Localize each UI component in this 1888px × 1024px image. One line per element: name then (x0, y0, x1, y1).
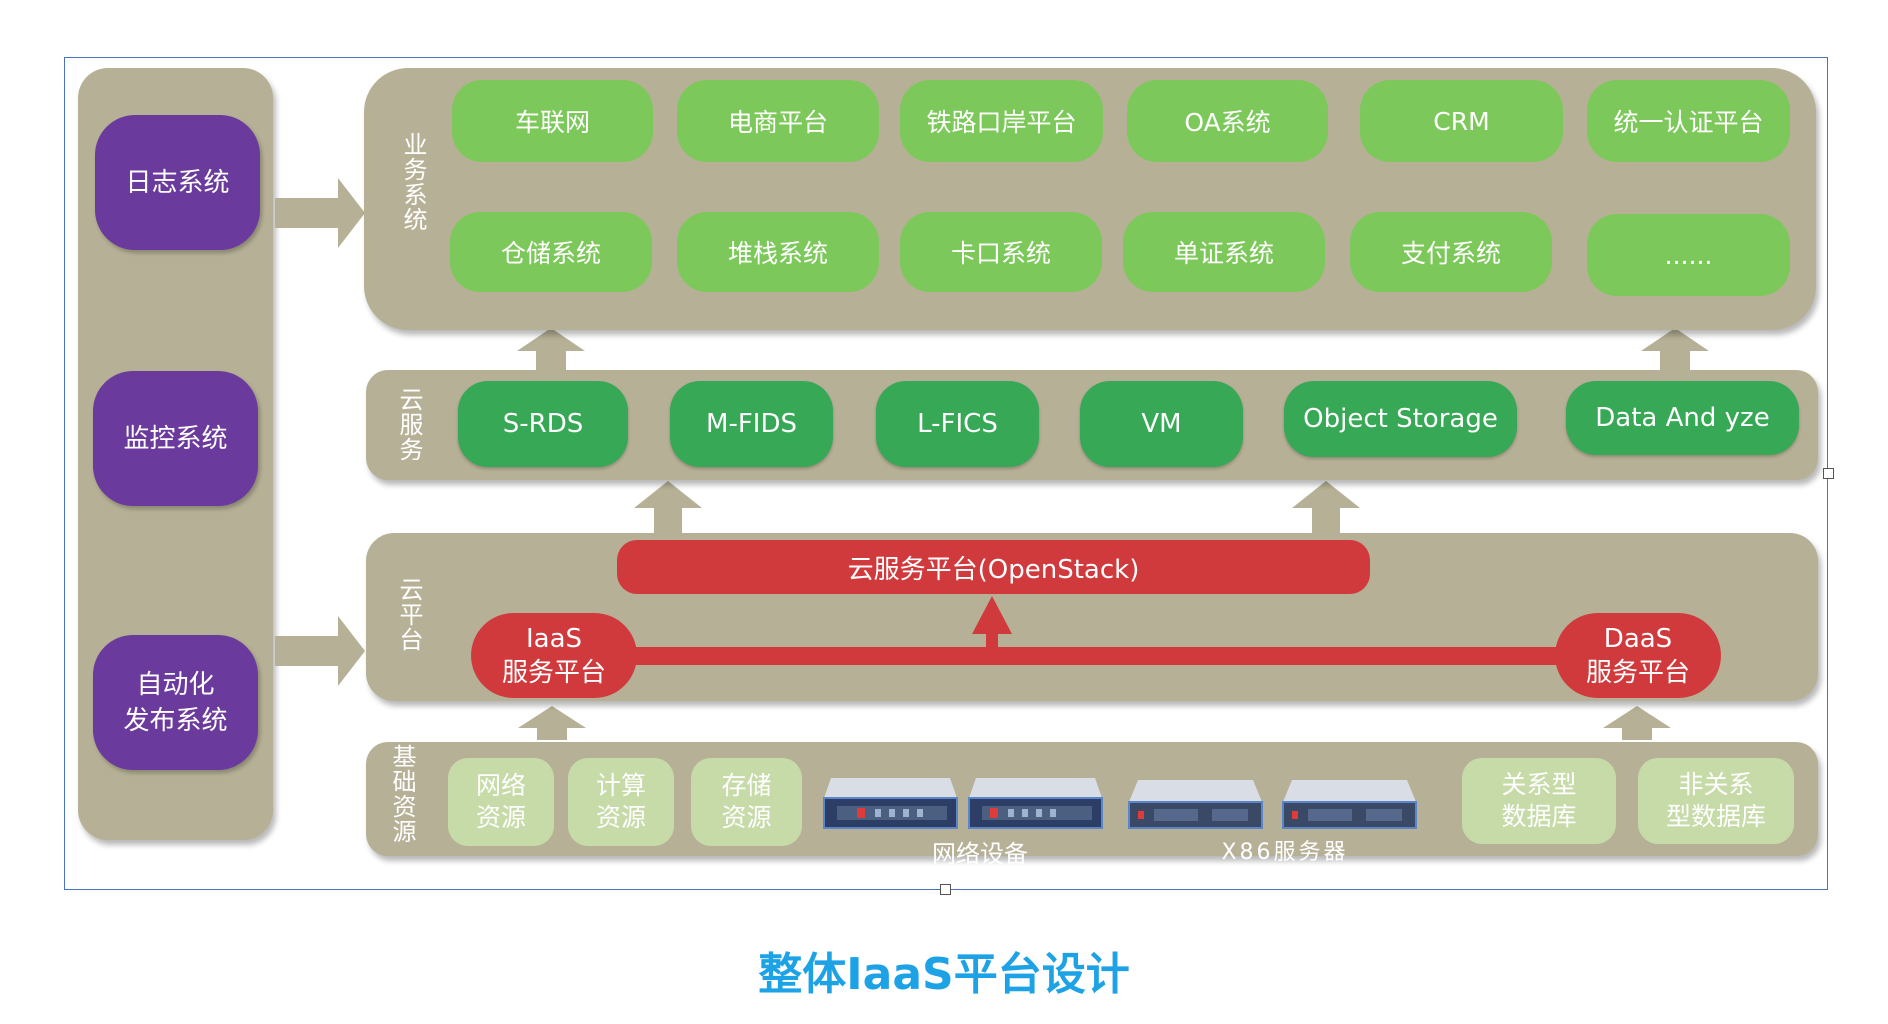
business-item: 堆栈系统 (677, 212, 879, 292)
monitor-system-box: 监控系统 (93, 371, 258, 506)
iaas-label: IaaS (525, 623, 583, 654)
business-item: 仓储系统 (450, 212, 652, 292)
cloud-service-label: M-FIDS (706, 409, 797, 439)
cloud-service-item: S-RDS (458, 381, 628, 467)
business-item-label: CRM (1433, 106, 1490, 136)
cloud-service-item: L-FICS (876, 381, 1039, 467)
auto-release-system-box: 自动化 发布系统 (93, 635, 258, 770)
arrow-up-5 (518, 706, 586, 740)
business-item-label: OA系统 (1184, 108, 1271, 137)
business-item-label: ...... (1664, 240, 1713, 270)
network-resource-label: 网络 资源 (475, 771, 526, 832)
arrow-right-business (275, 178, 365, 248)
business-layer-label: 业务系统 (399, 132, 427, 232)
cloud-service-label: S-RDS (502, 409, 584, 439)
business-item-label: 卡口系统 (950, 239, 1051, 268)
x86-server-icon (1282, 780, 1417, 829)
nonrelational-db-box: 非关系 型数据库 (1638, 758, 1794, 844)
platform-up-arrow (972, 596, 1012, 652)
business-item-label: 堆栈系统 (727, 239, 828, 268)
daas-sub-label: 服务平台 (1585, 657, 1690, 688)
network-device-icon (968, 778, 1103, 829)
cloud-service-item: Data And yze (1566, 381, 1799, 455)
relational-db-label: 关系型 数据库 (1501, 770, 1577, 831)
infrastructure-label: 基础资源 (388, 744, 416, 844)
platform-connector-line (620, 647, 1710, 665)
iaas-sub-label: 服务平台 (501, 657, 606, 688)
cloud-service-item: M-FIDS (670, 381, 833, 467)
business-item-label: 统一认证平台 (1613, 108, 1764, 137)
relational-db-box: 关系型 数据库 (1462, 758, 1616, 844)
iaas-service-platform: IaaS 服务平台 (471, 613, 637, 698)
network-resource-box: 网络 资源 (448, 758, 554, 846)
cloud-service-label: VM (1141, 409, 1182, 439)
business-item: CRM (1360, 80, 1563, 162)
cloud-service-label: L-FICS (917, 409, 998, 439)
business-item: 单证系统 (1123, 212, 1325, 292)
cloud-service-label: Data And yze (1595, 403, 1770, 433)
x86-server-icon (1128, 780, 1263, 829)
openstack-bar: 云服务平台(OpenStack) (617, 540, 1370, 594)
business-item: OA系统 (1127, 80, 1328, 162)
resize-handle-right[interactable] (1823, 468, 1834, 479)
cloud-platform-label: 云平台 (395, 577, 423, 652)
auto-release-system-label: 自动化 发布系统 (123, 669, 228, 736)
business-item: ...... (1587, 214, 1790, 296)
business-item: 统一认证平台 (1587, 80, 1790, 162)
business-item-label: 仓储系统 (500, 239, 601, 268)
network-devices-caption: 网络设备 (932, 840, 1028, 868)
arrow-up-1 (517, 328, 585, 370)
cloud-service-item: Object Storage (1284, 381, 1517, 457)
arrow-up-2 (1641, 328, 1709, 370)
business-item-label: 电商平台 (727, 108, 828, 137)
nonrelational-db-label: 非关系 型数据库 (1665, 770, 1766, 831)
business-item-label: 单证系统 (1173, 239, 1274, 268)
daas-service-platform: DaaS 服务平台 (1555, 613, 1721, 698)
arrow-up-4 (1292, 481, 1360, 535)
network-device-icon (823, 778, 958, 829)
arrow-up-3 (634, 481, 702, 535)
business-item-label: 铁路口岸平台 (926, 108, 1077, 137)
compute-resource-label: 计算 资源 (595, 771, 646, 832)
log-system-box: 日志系统 (95, 115, 260, 250)
page-title: 整体IaaS平台设计 (758, 949, 1130, 1000)
x86-servers-caption: X86服务器 (1221, 840, 1349, 865)
cloud-service-item: VM (1080, 381, 1243, 467)
arrow-up-6 (1603, 706, 1671, 740)
daas-label: DaaS (1603, 623, 1673, 654)
business-item: 卡口系统 (900, 212, 1102, 292)
openstack-label: 云服务平台(OpenStack) (847, 554, 1140, 585)
cloud-service-label: Object Storage (1303, 404, 1498, 434)
cloud-services-label: 云服务 (395, 387, 423, 462)
business-item: 车联网 (452, 80, 653, 162)
storage-resource-label: 存储 资源 (721, 771, 772, 832)
arrow-right-platform (275, 616, 365, 686)
monitor-system-label: 监控系统 (123, 423, 228, 454)
business-item: 电商平台 (677, 80, 879, 162)
compute-resource-box: 计算 资源 (568, 758, 674, 846)
business-item: 支付系统 (1350, 212, 1552, 292)
log-system-label: 日志系统 (125, 167, 230, 198)
resize-handle-bottom[interactable] (940, 884, 951, 895)
business-item-label: 支付系统 (1400, 239, 1501, 268)
business-item-label: 车联网 (514, 108, 590, 137)
storage-resource-box: 存储 资源 (691, 758, 802, 846)
business-item: 铁路口岸平台 (900, 80, 1103, 162)
